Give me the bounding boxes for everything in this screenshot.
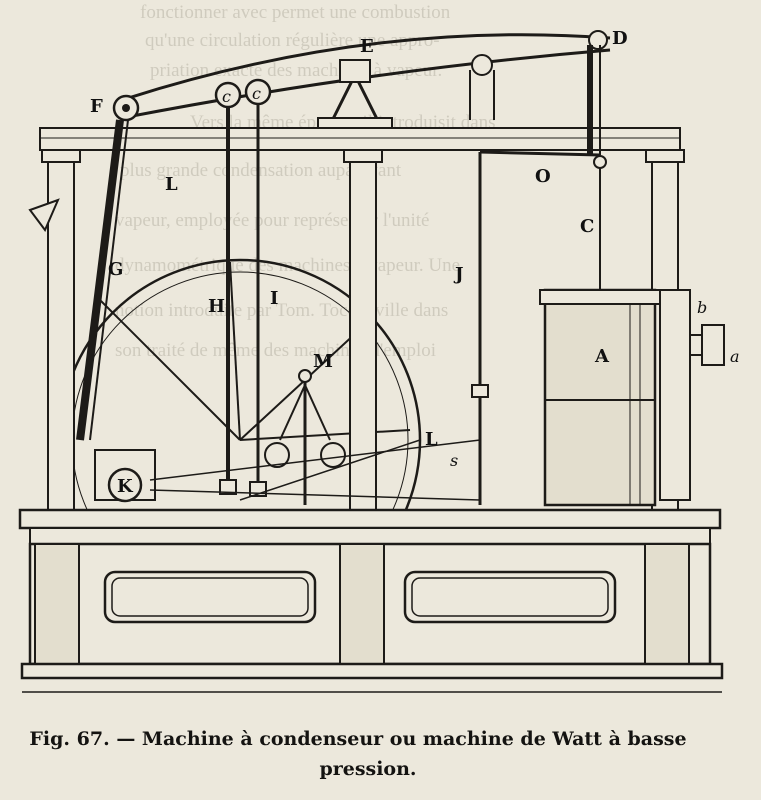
label-c: C (580, 216, 594, 237)
label-l2: L (425, 429, 438, 450)
label-a-lower: a (730, 347, 740, 366)
top-frame (39, 127, 681, 151)
label-h: H (208, 296, 225, 317)
crank-k (94, 439, 481, 503)
figure-caption-line-1: Fig. 67. — Machine à condenseur ou machi… (29, 728, 687, 750)
pump-rods (219, 104, 489, 505)
connecting-rod-d (479, 45, 607, 290)
cylinder-a (539, 288, 725, 507)
figure-caption-line-2: pression. (319, 758, 417, 780)
label-e: E (360, 36, 374, 57)
label-l1: L (165, 174, 178, 195)
beam-pivot-support (317, 59, 393, 129)
label-o: O (535, 166, 551, 187)
label-f: F (90, 96, 103, 117)
label-s: s (450, 451, 458, 470)
label-c2: c (252, 84, 261, 103)
steam-engine-illustration: F E D c c L O C G J H I b M A a L s K (18, 28, 740, 693)
label-g: G (108, 259, 123, 280)
label-k: K (117, 476, 134, 497)
connecting-rod-g (28, 119, 129, 441)
label-a: A (594, 346, 610, 367)
governor-m (264, 369, 346, 505)
label-b: b (697, 298, 707, 317)
engine-base (18, 508, 724, 693)
label-i: I (270, 288, 278, 309)
parallel-motion (214, 54, 495, 120)
label-c1: c (222, 87, 231, 106)
label-d: D (612, 28, 628, 49)
label-j: J (453, 264, 464, 285)
label-m: M (313, 351, 333, 372)
